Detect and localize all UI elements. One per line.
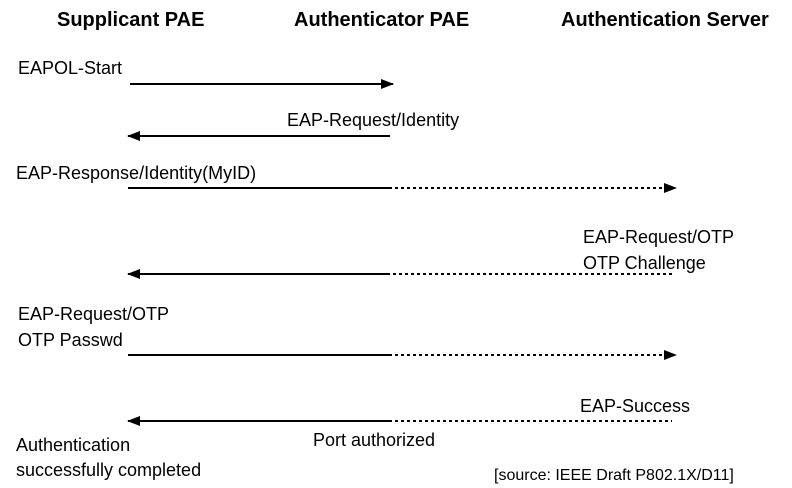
message-label-otp-challenge: OTP Challenge xyxy=(583,253,706,273)
eap_response_identity-arrow-line-dashed xyxy=(389,187,676,189)
message-label-eap-request-otp: EAP-Request/OTP xyxy=(583,227,735,247)
eap_response_otp-arrowhead-icon xyxy=(664,350,677,360)
eap_success-arrow-line-solid xyxy=(128,420,389,422)
eap_response_otp-arrow-line-dashed xyxy=(389,354,676,356)
eapol_start-arrowhead-icon xyxy=(381,79,394,89)
eap_request_identity-arrowhead-icon xyxy=(127,131,140,141)
column-header-supplicant-pae: Supplicant PAE xyxy=(57,9,205,31)
eap_request_identity-arrow-line-solid xyxy=(128,135,390,137)
eap_response_identity-arrow-line-solid xyxy=(128,187,389,189)
eap_success-arrow-line-dashed xyxy=(389,420,672,422)
status-note-line1: Authentication xyxy=(16,435,131,455)
eap_request_otp-arrow-line-dashed xyxy=(387,273,672,275)
status-note-line2: successfully completed xyxy=(16,460,202,480)
message-label-eap-success: EAP-Success xyxy=(580,396,691,416)
message-label-eap-response-otp: EAP-Request/OTP xyxy=(18,304,170,324)
eap_response_otp-arrow-line-solid xyxy=(128,354,389,356)
note-label-port-authorized: Port authorized xyxy=(313,430,436,450)
source-citation: [source: IEEE Draft P802.1X/D11] xyxy=(494,467,734,484)
column-header-authentication-server: Authentication Server xyxy=(561,9,769,31)
message-label-eapol-start: EAPOL-Start xyxy=(18,58,123,78)
message-label-eap-response-identity: EAP-Response/Identity(MyID) xyxy=(16,163,257,183)
eapol_start-arrow-line-solid xyxy=(130,83,393,85)
message-label-eap-request-identity: EAP-Request/Identity xyxy=(287,110,460,130)
eap_success-arrowhead-icon xyxy=(127,416,140,426)
eap_request_otp-arrow-line-solid xyxy=(128,273,387,275)
eap_response_identity-arrowhead-icon xyxy=(664,183,677,193)
eap_request_otp-arrowhead-icon xyxy=(127,269,140,279)
column-header-authenticator-pae: Authenticator PAE xyxy=(294,9,470,31)
message-label-otp-passwd: OTP Passwd xyxy=(18,330,123,350)
